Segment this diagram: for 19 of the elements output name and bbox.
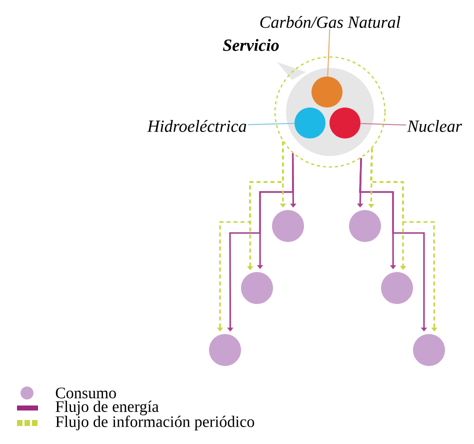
legend-label: Flujo de información periódico [56, 416, 254, 430]
source-label: Nuclear [407, 120, 462, 132]
source-circle [294, 108, 326, 138]
connector-line [248, 122, 295, 126]
source-circle [330, 108, 360, 138]
source-label: Carbón/Gas Natural [260, 16, 400, 28]
connector-line [327, 28, 330, 77]
consumer-circle [241, 272, 273, 304]
consumer-circle [349, 210, 381, 242]
consumer-circle [272, 210, 304, 242]
consumer-circle [413, 334, 445, 366]
consumer-circle [381, 272, 413, 304]
source-label: Hidroeléctrica [147, 120, 246, 132]
legend-label: Flujo de energía [56, 400, 159, 416]
node-label: Servicio [222, 39, 279, 51]
consumer-circle [209, 334, 241, 366]
source-circle [312, 76, 342, 108]
legend-label: Consumo [56, 388, 116, 398]
connector-line [360, 123, 406, 126]
